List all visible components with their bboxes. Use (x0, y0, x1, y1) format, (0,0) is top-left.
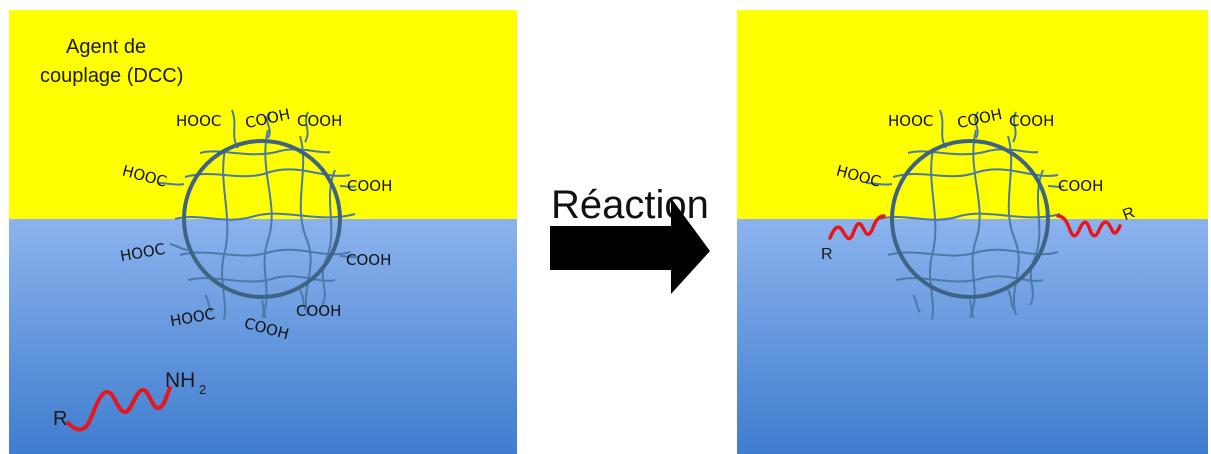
polymer-network-left (157, 109, 359, 321)
nanoparticle-right (865, 109, 1065, 321)
group-hooc-top-left: HOOC (176, 112, 221, 130)
amine-subscript: 2 (199, 382, 206, 397)
group-cooh-top-right-left: COOH (297, 112, 342, 130)
polymer-network-right (865, 109, 1065, 321)
particle-shell-left (182, 139, 342, 299)
chain-left-r-label: R (821, 246, 833, 263)
reagent-label-line1: Agent de (66, 36, 146, 58)
group-cooh-right-upper-right: COOH (1058, 177, 1103, 195)
reaction-arrow (550, 198, 710, 294)
group-cooh-right-upper-left: COOH (347, 177, 392, 195)
organic-phase-left (9, 10, 517, 219)
organic-phase-right (737, 10, 1208, 219)
group-hooc-top-right: HOOC (888, 112, 933, 130)
amine-chain (66, 386, 172, 432)
grafted-chain-left: R (821, 214, 886, 263)
chain-right-wave (1056, 214, 1122, 238)
amine-molecule: R NH 2 (53, 369, 206, 432)
reaction-arrow-group: Réaction (550, 183, 710, 294)
grafted-chain-right: R (1056, 204, 1138, 238)
amine-r-label: R (53, 408, 67, 430)
nanoparticle-left (157, 109, 359, 321)
chain-left-wave (828, 214, 886, 241)
group-cooh-bottom-right-left: COOH (296, 302, 341, 320)
particle-shell-right (890, 139, 1050, 299)
right-panel: HOOC COOH COOH HOOC COOH R R (737, 10, 1208, 454)
group-cooh-top-right-right: COOH (1009, 112, 1054, 130)
left-panel: Agent de couplage (DCC) (9, 10, 517, 454)
group-cooh-right-lower-left: COOH (346, 251, 391, 269)
chain-right-r-label: R (1121, 204, 1138, 224)
reagent-label-line2: couplage (DCC) (40, 65, 183, 87)
amine-nh-label: NH (165, 369, 195, 392)
